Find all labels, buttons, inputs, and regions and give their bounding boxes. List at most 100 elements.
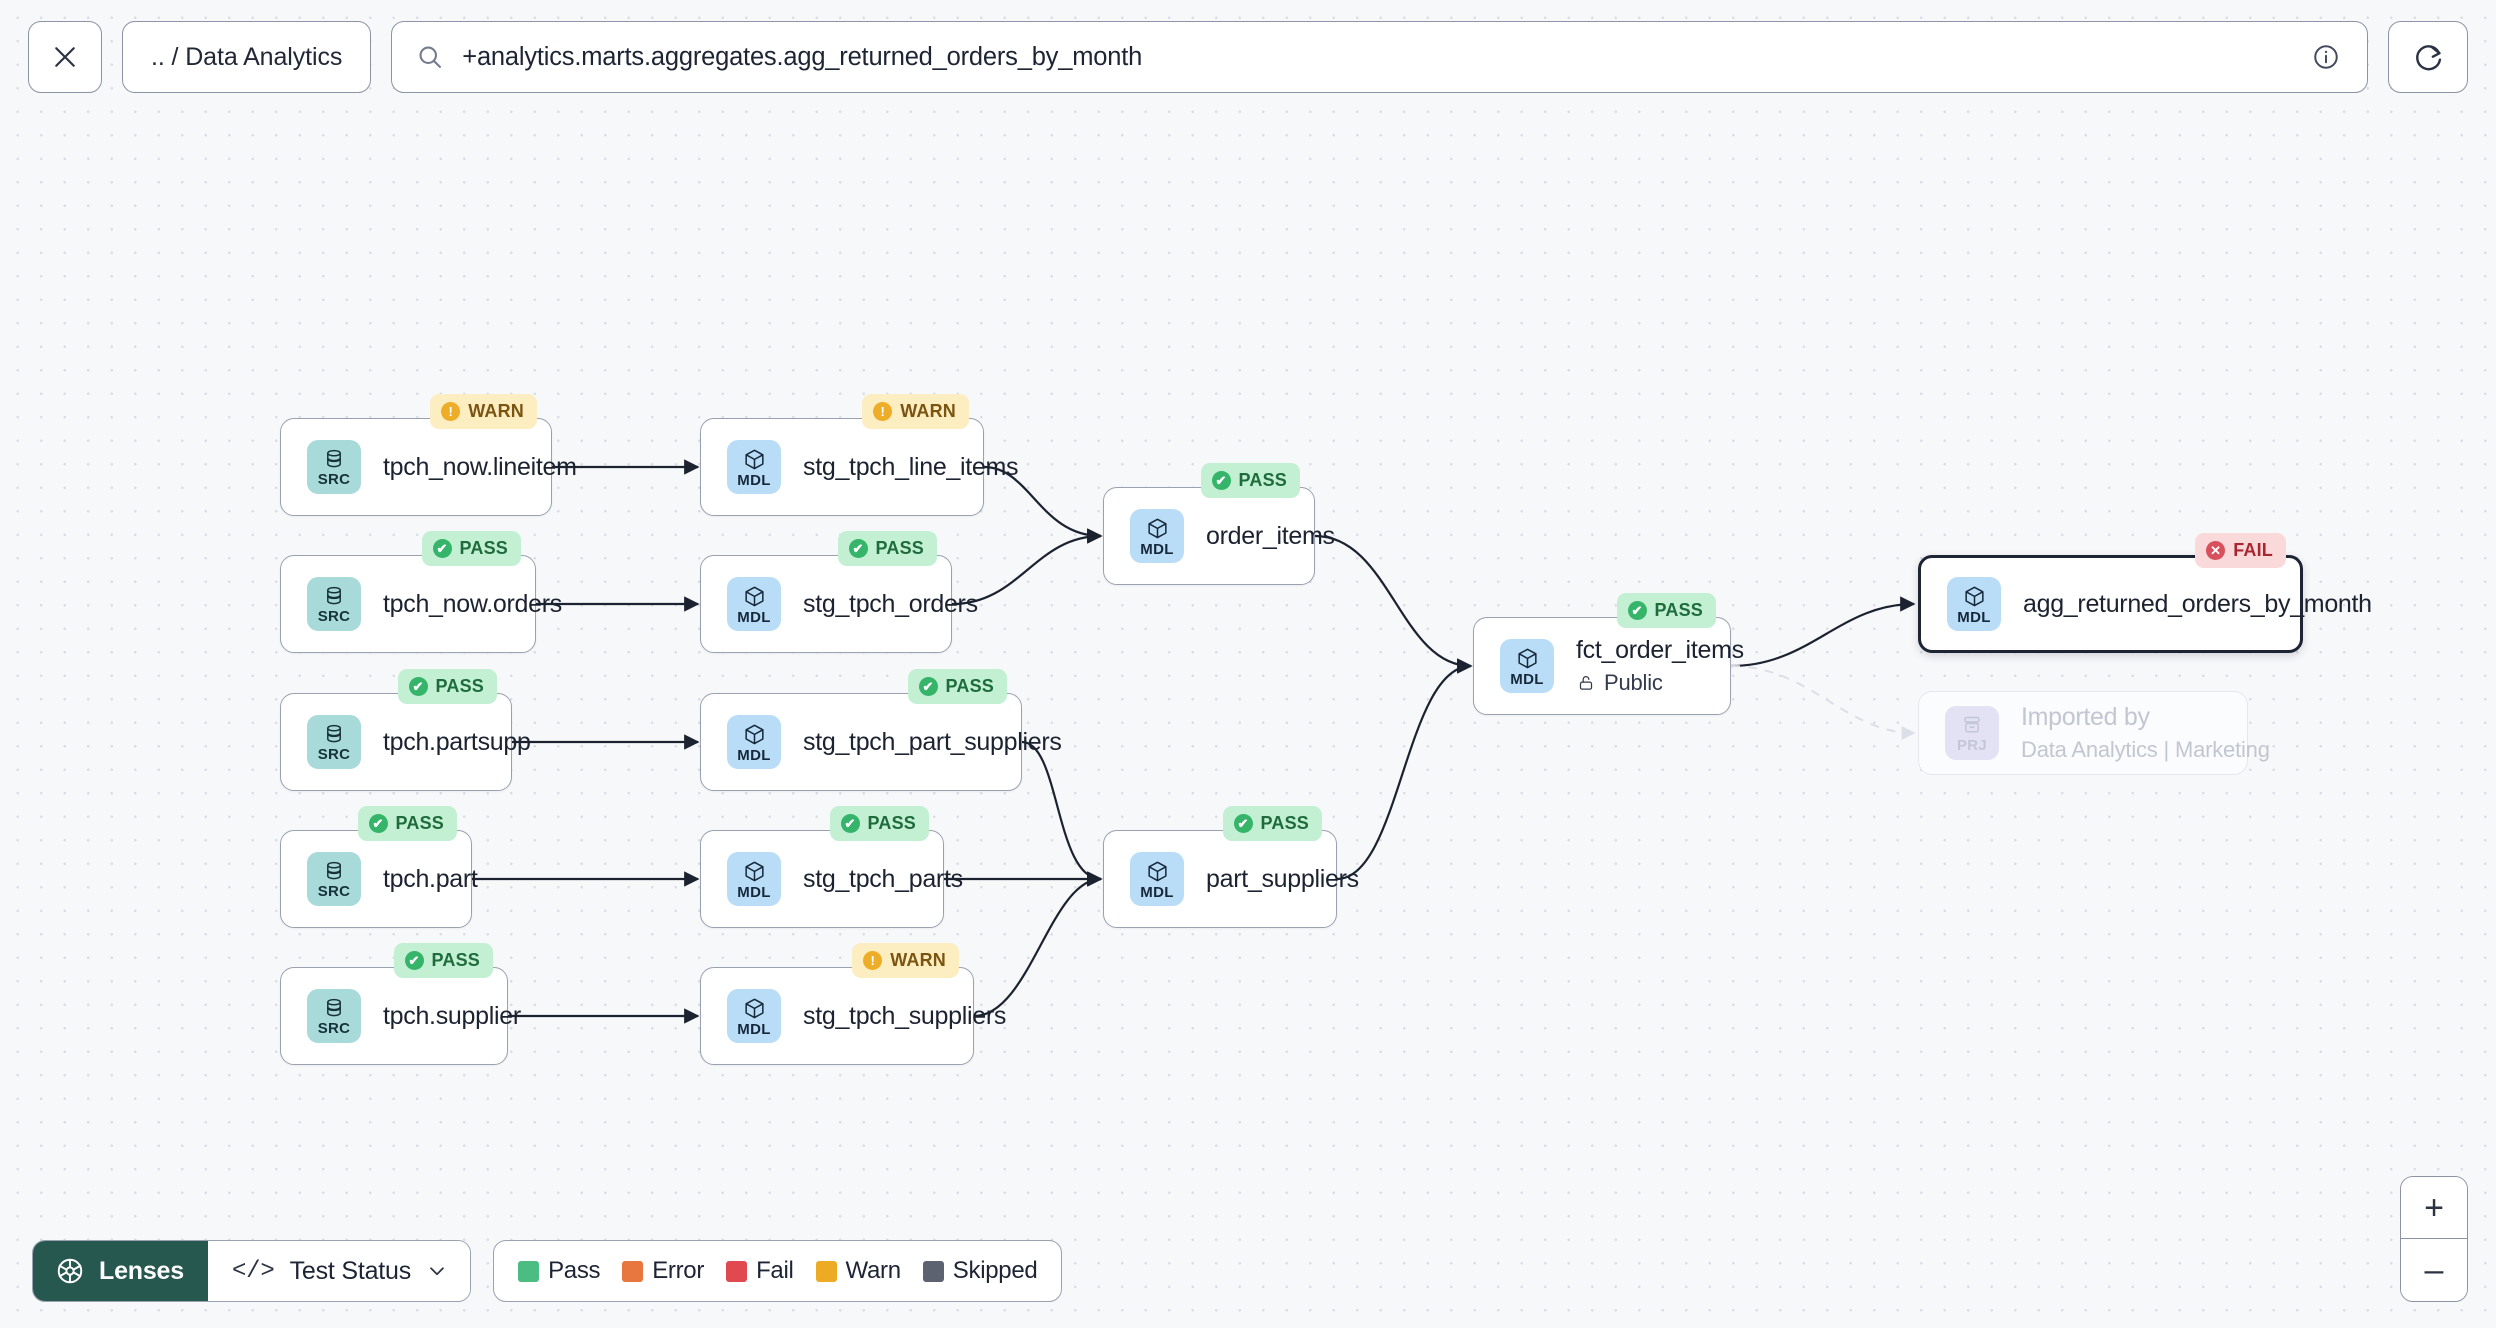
- node-kind-label: MDL: [1957, 608, 1991, 626]
- graph-node-stg_part_supp[interactable]: ✔ PASS MDL stg_tpch_part_suppliers: [700, 669, 1062, 791]
- status-badge-label: PASS: [431, 950, 480, 970]
- search-bar[interactable]: +analytics.marts.aggregates.agg_returned…: [391, 21, 2368, 93]
- graph-node-stg_parts[interactable]: ✔ PASS MDL stg_tpch_parts: [700, 806, 963, 928]
- graph-node-src_partsupp[interactable]: ✔ PASS SRC tpch.partsupp: [280, 669, 531, 791]
- status-badge-label: PASS: [395, 813, 444, 833]
- status-badge-label: WARN: [468, 401, 524, 421]
- status-dot-icon: ✔: [840, 814, 860, 833]
- search-input[interactable]: +analytics.marts.aggregates.agg_returned…: [462, 42, 1143, 71]
- status-legend: Pass Error Fail Warn Skipped: [493, 1240, 1063, 1302]
- refresh-button[interactable]: [2388, 21, 2468, 93]
- node-kind-badge-prj: PRJ: [1945, 706, 1999, 760]
- graph-node-agg_returned[interactable]: ✕ FAIL MDL agg_returned_orders_by_month: [1918, 533, 2372, 653]
- status-badge-warn: ! WARN: [852, 943, 959, 978]
- node-title: stg_tpch_part_suppliers: [803, 727, 1062, 756]
- zoom-out-button[interactable]: –: [2401, 1239, 2467, 1301]
- zoom-in-button[interactable]: +: [2401, 1177, 2467, 1239]
- node-kind-badge-src: SRC: [307, 440, 361, 494]
- graph-node-src_supplier[interactable]: ✔ PASS SRC tpch.supplier: [280, 943, 521, 1065]
- node-text: tpch_now.orders: [383, 590, 562, 619]
- node-title: part_suppliers: [1206, 864, 1359, 893]
- legend-item-pass[interactable]: Pass: [518, 1257, 601, 1285]
- status-badge-label: WARN: [890, 950, 946, 970]
- graph-node-stg_suppliers[interactable]: ! WARN MDL stg_tpch_suppliers: [700, 943, 1007, 1065]
- graph-node-src_part[interactable]: ✔ PASS SRC tpch.part: [280, 806, 478, 928]
- legend-label: Fail: [756, 1257, 794, 1284]
- node-kind-label: MDL: [737, 608, 771, 626]
- status-badge-pass: ✔ PASS: [837, 531, 937, 566]
- node-kind-label: MDL: [737, 883, 771, 901]
- code-icon: </>: [231, 1257, 275, 1285]
- lenses-button[interactable]: Lenses: [33, 1241, 208, 1301]
- database-icon: [327, 449, 341, 468]
- status-badge-label: WARN: [900, 401, 956, 421]
- graph-node-src_lineitem[interactable]: ! WARN SRC tpch_now.lineitem: [280, 394, 577, 516]
- node-kind-badge-src: SRC: [307, 852, 361, 906]
- node-kind-badge-mdl: MDL: [727, 852, 781, 906]
- status-badge-pass: ✔ PASS: [1200, 463, 1300, 498]
- node-kind-label: PRJ: [1956, 737, 1988, 754]
- aperture-icon: [57, 1258, 83, 1284]
- legend-item-error[interactable]: Error: [622, 1257, 704, 1285]
- status-badge-pass: ✔ PASS: [1222, 806, 1322, 841]
- database-icon: [327, 586, 341, 605]
- info-circle-icon[interactable]: [2311, 42, 2341, 72]
- test-status-dropdown[interactable]: </> Test Status: [207, 1241, 471, 1301]
- node-kind-label: MDL: [1140, 540, 1174, 558]
- legend-swatch-skipped: [922, 1260, 944, 1282]
- database-icon: [327, 724, 341, 743]
- node-text: tpch.partsupp: [383, 728, 531, 757]
- cube-icon: [1964, 586, 1984, 606]
- status-badge-warn: ! WARN: [430, 394, 537, 429]
- node-kind-badge-src: SRC: [307, 989, 361, 1043]
- node-kind-label: MDL: [737, 471, 771, 489]
- legend-item-skipped[interactable]: Skipped: [922, 1257, 1038, 1285]
- node-title: Imported by: [2021, 703, 2150, 731]
- node-kind-badge-mdl: MDL: [727, 577, 781, 631]
- node-title: tpch.supplier: [383, 1001, 521, 1030]
- graph-node-fct_order_items[interactable]: ✔ PASS MDL fct_order_items Public: [1473, 593, 1744, 715]
- node-kind-badge-src: SRC: [307, 577, 361, 631]
- legend-item-fail[interactable]: Fail: [726, 1257, 794, 1285]
- node-text: tpch_now.lineitem: [383, 453, 577, 482]
- status-dot-icon: ✔: [918, 677, 938, 696]
- status-dot-icon: ✔: [848, 539, 868, 558]
- graph-node-stg_orders[interactable]: ✔ PASS MDL stg_tpch_orders: [700, 531, 978, 653]
- status-dot-icon: ✔: [1211, 471, 1231, 490]
- refresh-icon: [2415, 44, 2441, 70]
- node-kind-label: MDL: [737, 746, 771, 764]
- breadcrumb[interactable]: .. / Data Analytics: [122, 21, 372, 93]
- node-kind-badge-mdl: MDL: [727, 440, 781, 494]
- legend-swatch-error: [622, 1260, 644, 1282]
- status-dot-icon: ✕: [2206, 541, 2226, 560]
- cube-icon: [744, 998, 764, 1018]
- close-button[interactable]: [28, 21, 102, 93]
- node-kind-badge-src: SRC: [307, 715, 361, 769]
- bottom-toolbar: Lenses </> Test Status Pass Error Fail W…: [32, 1240, 1063, 1302]
- node-kind-label: SRC: [317, 608, 351, 625]
- zoom-controls: + –: [2400, 1176, 2468, 1302]
- legend-label: Error: [652, 1257, 705, 1284]
- status-badge-pass: ✔ PASS: [397, 669, 497, 704]
- status-badge-label: PASS: [1260, 813, 1309, 833]
- node-subtitle: Public: [1576, 670, 1704, 696]
- status-badge-label: PASS: [875, 538, 924, 558]
- node-title: stg_tpch_suppliers: [803, 1001, 1007, 1030]
- node-text: fct_order_items Public: [1576, 636, 1744, 696]
- node-title: order_items: [1206, 521, 1335, 550]
- node-text: order_items: [1206, 521, 1335, 551]
- graph-node-stg_line_items[interactable]: ! WARN MDL stg_tpch_line_items: [700, 394, 1019, 516]
- graph-node-src_orders[interactable]: ✔ PASS SRC tpch_now.orders: [280, 531, 562, 653]
- graph-node-part_suppliers[interactable]: ✔ PASS MDL part_suppliers: [1103, 806, 1359, 928]
- node-kind-badge-mdl: MDL: [1130, 852, 1184, 906]
- status-dot-icon: !: [441, 402, 461, 421]
- graph-node-order_items[interactable]: ✔ PASS MDL order_items: [1103, 463, 1335, 585]
- legend-item-warn[interactable]: Warn: [815, 1257, 901, 1285]
- node-kind-badge-mdl: MDL: [1130, 509, 1184, 563]
- cube-icon: [744, 449, 764, 469]
- legend-label: Skipped: [952, 1257, 1038, 1284]
